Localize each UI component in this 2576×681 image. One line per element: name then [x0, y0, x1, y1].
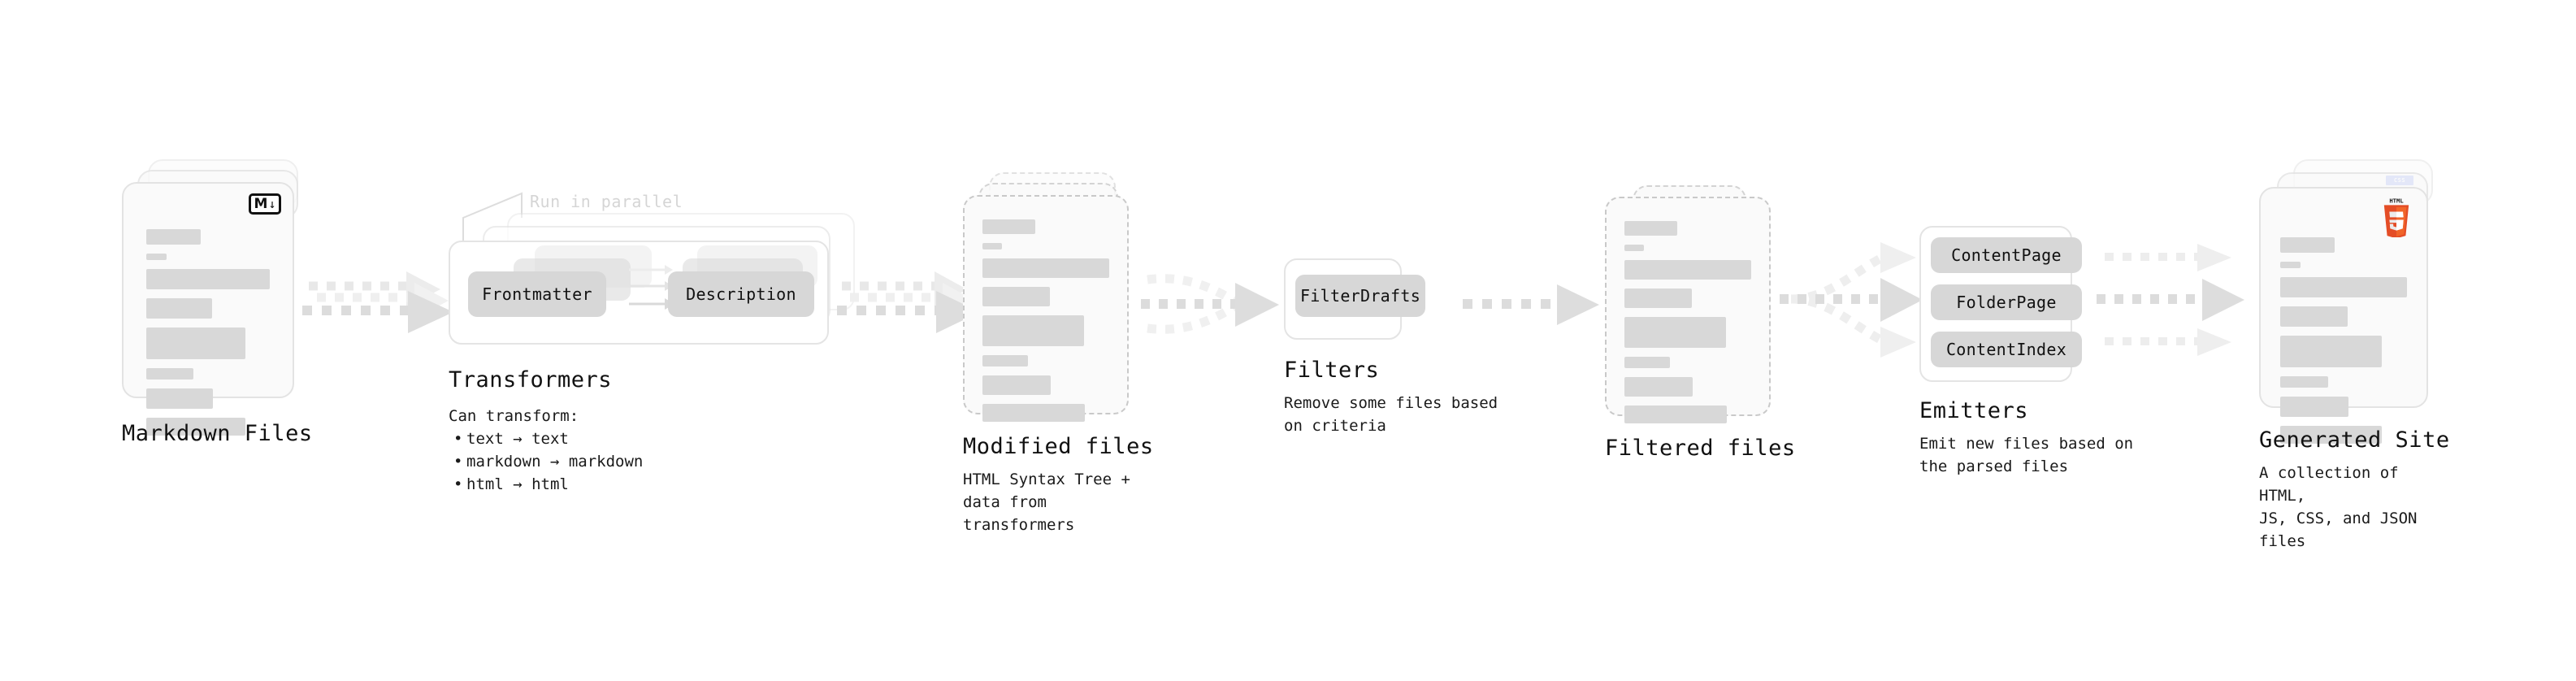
transformers-description: Can transform: text → text markdown → ma… [449, 405, 643, 496]
skeleton-bar [1624, 221, 1677, 236]
skeleton-bar [982, 287, 1050, 306]
emitter-chip-contentindex[interactable]: ContentIndex [1931, 332, 2082, 367]
skeleton-bars [982, 219, 1109, 431]
chip-label: Frontmatter [482, 284, 592, 304]
generated-site-description: A collection of HTML, JS, CSS, and JSON … [2259, 464, 2418, 550]
skeleton-bar [1624, 406, 1728, 423]
stack-sheet-front [1605, 197, 1771, 423]
skeleton-bar [1624, 288, 1692, 308]
stage-title-transformers: Transformers [449, 367, 613, 393]
skeleton-bar [982, 404, 1086, 422]
skeleton-bar [982, 355, 1029, 367]
skeleton-bar [1624, 377, 1693, 397]
transformer-chip-description[interactable]: Description [668, 271, 814, 317]
skeleton-bar [146, 368, 193, 380]
emitter-chip-folderpage[interactable]: FolderPage [1931, 284, 2082, 320]
stage-markdown-files: M↓ Markdown Files [122, 159, 312, 446]
stage-title-generated-site: Generated Site [2259, 427, 2450, 453]
skeleton-bar [982, 315, 1084, 346]
skeleton-bar [1624, 357, 1671, 368]
skeleton-bar [146, 298, 212, 319]
filters-description: Remove some files based on criteria [1284, 394, 1498, 435]
skeleton-bar [2280, 397, 2349, 417]
skeleton-bar [146, 388, 214, 409]
skeleton-bars [1624, 221, 1751, 432]
skeleton-bar [982, 375, 1052, 395]
stage-modified-files: Modified files HTML Syntax Tree + data f… [963, 172, 1153, 534]
stack-sheet-front: M↓ [122, 182, 294, 436]
svg-text:HTML: HTML [2389, 198, 2404, 204]
stage-title-filtered-files: Filtered files [1605, 436, 1796, 461]
markdown-icon-arrow: ↓ [268, 196, 276, 211]
transformers-bullet: text → text [453, 427, 643, 450]
transformers-bullet: html → html [453, 473, 643, 496]
skeleton-bar [2280, 262, 2301, 268]
stage-generated-site: CSS HTML [2259, 159, 2454, 550]
connector-md-to-transformers [302, 271, 453, 333]
stage-title-markdown-files: Markdown Files [122, 421, 313, 446]
skeleton-bar [2280, 277, 2407, 297]
skeleton-bar [2280, 376, 2329, 388]
skeleton-bars [2280, 237, 2407, 453]
markdown-icon: M↓ [249, 193, 281, 215]
parallel-bracket [462, 192, 523, 245]
skeleton-bar [982, 219, 1035, 234]
transformers-description-lead: Can transform: [449, 407, 579, 425]
connector-filters-to-filtered [1463, 284, 1599, 325]
chip-label: ContentIndex [1945, 340, 2067, 359]
skeleton-bar [1624, 260, 1751, 280]
stage-filtered-files: Filtered files [1605, 185, 1795, 461]
html5-icon: HTML [2383, 198, 2409, 237]
skeleton-bar [2280, 426, 2382, 444]
skeleton-bar [982, 258, 1109, 278]
modified-files-description: HTML Syntax Tree + data from transformer… [963, 471, 1130, 534]
chip-label: ContentPage [1951, 245, 2062, 265]
skeleton-bar [2280, 306, 2348, 327]
emitter-chip-contentpage[interactable]: ContentPage [1931, 237, 2082, 273]
skeleton-bar [982, 243, 1002, 249]
chip-label: FilterDrafts [1299, 286, 1421, 306]
filter-chip-filterdrafts[interactable]: FilterDrafts [1295, 275, 1425, 317]
transformers-bullet: markdown → markdown [453, 450, 643, 473]
skeleton-bar [1624, 245, 1644, 251]
arrow-head [408, 291, 453, 333]
transformer-chip-frontmatter[interactable]: Frontmatter [468, 271, 606, 317]
stage-emitters: ContentPage FolderPage ContentIndex Emit… [1919, 226, 2179, 475]
skeleton-bar [146, 327, 245, 359]
skeleton-bar [2280, 237, 2335, 253]
stage-title-emitters: Emitters [1919, 398, 2029, 423]
connector-transformers-to-modified [837, 271, 980, 333]
emitters-description: Emit new files based on the parsed files [1919, 435, 2134, 475]
stage-transformers: Run in parallel Frontmatter Descript [449, 187, 871, 496]
skeleton-bar [1624, 317, 1726, 348]
connector-emitters-to-site [2097, 244, 2244, 356]
stage-title-modified-files: Modified files [963, 434, 1154, 459]
modified-file-stack [963, 172, 1150, 432]
connector-modified-to-filters [1141, 274, 1279, 334]
stage-filters: FilterDrafts Filters Remove some files b… [1284, 258, 1528, 470]
stack-sheet-front [963, 195, 1129, 422]
markdown-file-stack: M↓ [122, 159, 309, 436]
skeleton-bars [146, 229, 270, 445]
transformers-bullets: text → text markdown → markdown html → h… [449, 427, 643, 496]
chip-label: Description [686, 284, 796, 304]
skeleton-bar [2280, 336, 2382, 367]
chip-label: FolderPage [1956, 293, 2057, 312]
skeleton-bar [146, 269, 270, 289]
markdown-icon-letter: M [254, 195, 268, 212]
generated-site-stack: CSS HTML [2259, 159, 2454, 444]
filtered-file-stack [1605, 185, 1792, 429]
skeleton-bar [146, 229, 201, 245]
parallel-annotation: Run in parallel [530, 192, 683, 211]
stage-title-filters: Filters [1284, 358, 1380, 383]
skeleton-bar [146, 254, 167, 260]
stack-sheet-html: HTML [2259, 187, 2428, 444]
connector-filtered-to-emitters [1780, 242, 1923, 358]
skeleton-bar [146, 418, 245, 436]
